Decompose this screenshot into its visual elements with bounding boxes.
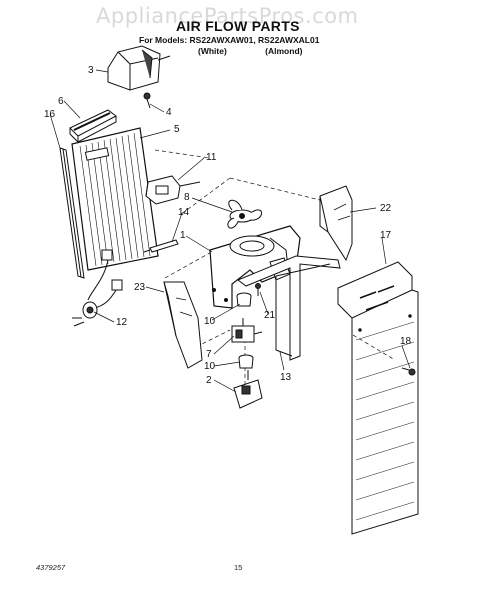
callout-4: 4 [166, 107, 172, 118]
part-upper-duct [319, 185, 353, 262]
callout-10-upper: 10 [204, 316, 216, 327]
part-evaporator-cover [71, 127, 159, 271]
part-heater-probe [143, 239, 179, 253]
part-bracket [145, 175, 201, 205]
callout-11: 11 [206, 152, 217, 163]
callout-13: 13 [280, 372, 292, 383]
part-grommet-lower [238, 354, 254, 369]
callout-7: 7 [206, 349, 212, 360]
part-number-footer: 4379257 [36, 563, 66, 572]
part-screw-21 [255, 283, 261, 296]
callout-14: 14 [178, 207, 190, 218]
part-damper-housing [107, 45, 171, 91]
page-number: 15 [234, 563, 243, 572]
part-rear-panel [337, 261, 419, 535]
callout-21: 21 [264, 310, 276, 321]
callout-16: 16 [44, 109, 56, 120]
part-gasket-frame [236, 255, 341, 361]
callout-10-lower: 10 [204, 361, 216, 372]
callout-18: 18 [400, 336, 412, 347]
callout-22: 22 [380, 203, 392, 214]
part-fan-blade [227, 199, 262, 229]
watermark: AppliancePartsPros.com [96, 4, 359, 28]
models-prefix: For Models: [139, 35, 188, 45]
models-line: For Models: RS22AWXAW01, RS22AWXAL01 [139, 35, 319, 45]
variant-almond: (Almond) [265, 46, 303, 56]
callout-8: 8 [184, 192, 190, 203]
part-screw-4 [143, 92, 151, 109]
part-side-duct [163, 281, 203, 369]
variant-white: (White) [198, 46, 227, 56]
callout-12: 12 [116, 317, 128, 328]
callout-6: 6 [58, 96, 64, 107]
callout-3: 3 [88, 65, 94, 76]
part-fan-motor [231, 318, 263, 343]
part-thermostat [72, 249, 123, 327]
callout-leaders [49, 69, 411, 393]
part-grille [69, 109, 117, 144]
part-seal-strip [59, 147, 85, 279]
part-screw-18 [401, 367, 416, 376]
callout-1: 1 [180, 230, 186, 241]
callout-23: 23 [134, 282, 146, 293]
callout-labels: 3 6 16 4 5 11 8 14 1 22 17 23 21 10 12 7… [44, 65, 412, 386]
variants-line: (White) (Almond) [198, 46, 302, 56]
callout-5: 5 [174, 124, 180, 135]
callout-2: 2 [206, 375, 212, 386]
callout-17: 17 [380, 230, 392, 241]
part-motor-bracket [233, 370, 263, 409]
models-list: RS22AWXAW01, RS22AWXAL01 [189, 35, 320, 45]
part-grommet-upper [236, 292, 252, 307]
diagram-title: AIR FLOW PARTS [176, 18, 300, 34]
